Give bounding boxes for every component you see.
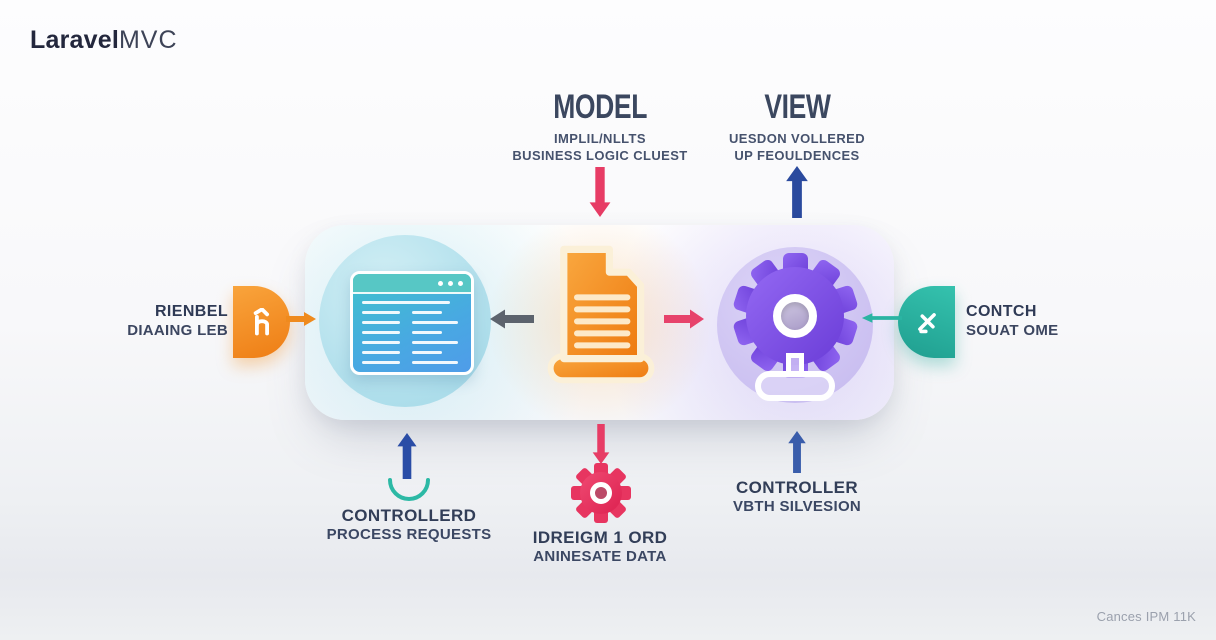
bottom-left-line2: PROCESS REQUESTS [326,526,492,543]
arrow-right-orange-icon [286,312,316,326]
gear-icon [731,253,859,379]
right-label-line2: SOUAT OME [966,322,1059,339]
logo-suffix: MVC [118,26,178,54]
logo-brand: Laravel [30,26,119,54]
gear-icon-small [571,463,631,523]
mvc-panel [305,225,894,420]
view-header: VIEW UESDON VOLLERED UP FEOULDENCES [657,88,937,164]
teal-half-circle-badge [898,286,955,358]
bottom-right-label: CONTROLLER VBTH SILVESION [733,478,861,516]
badge-glyph-right-icon [917,313,936,334]
model-subtitle-line1: IMPLIL/NLLTS [554,131,646,146]
left-label-line2: DIAAING LEB [127,322,228,339]
browser-titlebar [353,274,471,294]
view-title: VIEW [763,88,831,126]
browser-content-lines [353,294,471,372]
left-label-line1: RIENBEL [154,303,228,320]
teal-arc-icon [388,478,430,501]
badge-glyph-left-icon [253,308,269,336]
orange-half-circle-badge [233,286,290,358]
bottom-right-line1: CONTROLLER [735,478,859,497]
gear-group [717,247,873,403]
view-subtitle-line2: UP FEOULDENCES [734,147,860,163]
right-side-label: CONTCH SOUAT OME [966,302,1146,340]
left-side-label: RIENBEL DIAAING LEB [58,302,228,340]
browser-window-icon [350,271,474,375]
footer-watermark: Cances IPM 11K [1096,609,1196,624]
model-subtitle-line2: BUSINESS LOGIC CLUEST [512,147,688,163]
document-icon [547,245,655,384]
arrow-up-blue-bottom-icon [788,431,806,473]
view-subtitle-line1: UESDON VOLLERED [728,131,865,146]
bottom-right-line2: VBTH SILVESION [732,498,862,515]
bottom-center-label: IDREIGM 1 ORD ANINESATE DATA [533,528,668,566]
bottom-left-label: CONTROLLERD PROCESS REQUESTS [327,506,492,544]
arrow-left-gray-icon [490,309,534,329]
bottom-left-line1: CONTROLLERD [341,506,477,525]
app-logo: LaravelMVC [30,26,178,55]
arrow-down-pink-icon [589,167,611,217]
arrow-up-navy-bottom-icon [397,433,417,479]
gear-stand-base [755,371,835,401]
arrow-left-teal-icon [861,313,902,323]
gear-center-hole [773,293,817,338]
bottom-center-line1: IDREIGM 1 ORD [532,528,668,547]
arrow-up-navy-icon [786,166,808,218]
arrow-down-pink-bottom-icon [592,424,610,464]
model-header: MODEL IMPLIL/NLLTS BUSINESS LOGIC CLUEST [460,88,740,164]
right-label-line1: CONTCH [966,303,1037,320]
arrow-right-pink-icon [664,309,704,329]
model-title: MODEL [553,88,647,126]
bottom-center-line2: ANINESATE DATA [533,548,667,565]
